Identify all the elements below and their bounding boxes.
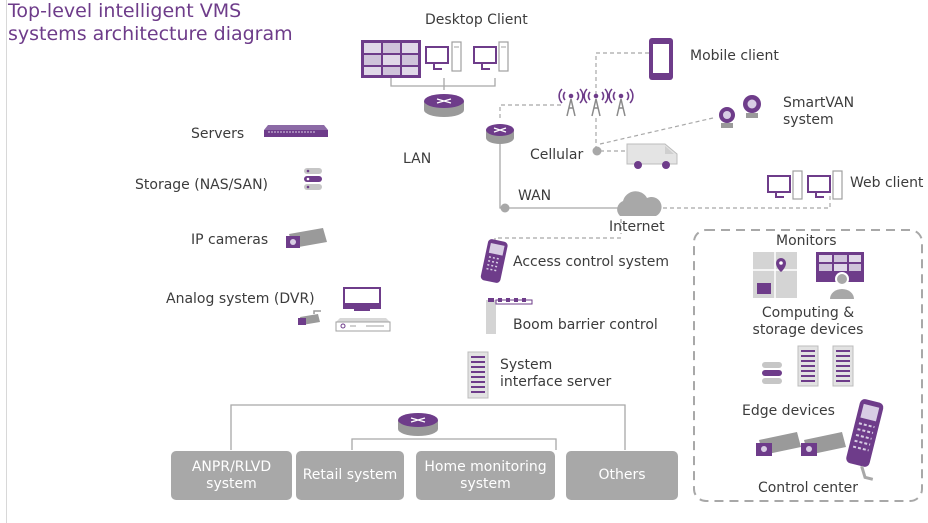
- cell-tower-icons: [566, 98, 626, 117]
- desktop-pc-icon: [425, 41, 462, 72]
- internet-to-webclient-dashed: [656, 193, 831, 209]
- internet-label: Internet: [609, 219, 665, 235]
- lan-to-antenna-dashed: [499, 104, 562, 118]
- web-client-pc-icon: [767, 170, 803, 200]
- title-line-1: Top-level intelligent VMS: [8, 0, 242, 22]
- title-line-2: systems architecture diagram: [8, 23, 293, 45]
- cloud-icon: [617, 191, 662, 216]
- storage-label: Storage (NAS/SAN): [135, 177, 268, 193]
- anpr-rlvd-system-box: ANPR/RLVD system: [171, 451, 292, 500]
- system-interface-line-1: System: [500, 357, 553, 373]
- desktop-client-label: Desktop Client: [425, 12, 528, 28]
- signal-waves: [558, 88, 634, 104]
- system-interface-label: System interface server: [500, 357, 611, 391]
- video-wall-icon: [361, 40, 421, 78]
- computing-line-1: Computing &: [761, 305, 855, 321]
- web-client-pc-icon: [807, 170, 843, 200]
- ip-cameras-label: IP cameras: [191, 232, 269, 248]
- video-monitor-icon: [816, 252, 864, 299]
- anpr-line-1: ANPR/RLVD: [191, 458, 272, 475]
- van-icon: [626, 143, 678, 169]
- access-control-device-icon: [480, 239, 508, 283]
- computing-storage-label: Computing & storage devices: [745, 305, 871, 339]
- anpr-line-2: system: [206, 475, 257, 492]
- wan-dot: [500, 203, 510, 213]
- home-line-2: system: [460, 475, 511, 492]
- home-monitoring-system-box: Home monitoring system: [416, 451, 555, 500]
- cc-storage-icon: [762, 362, 782, 384]
- edge-camera-icon: [801, 432, 846, 456]
- cell-tower-icon: [566, 98, 576, 117]
- cc-server-tower-icon: [832, 345, 854, 387]
- connection-lines: [230, 78, 626, 450]
- dvr-monitor-icon: [343, 287, 381, 311]
- edge-devices-label: Edge devices: [742, 403, 835, 419]
- smartvan-label-line-2: system: [783, 112, 834, 128]
- junction-dots: [500, 146, 602, 213]
- wan-label: WAN: [518, 188, 552, 204]
- smartvan-label: SmartVAN system: [783, 95, 854, 129]
- mobile-phone-icon: [649, 38, 673, 80]
- edge-handheld-icon: [846, 399, 884, 481]
- router-icon: [424, 94, 464, 117]
- cell-tower-icon: [616, 98, 626, 117]
- dvr-box-icon: [335, 318, 391, 332]
- interface-server-icon: [467, 351, 489, 399]
- control-center-label: Control center: [757, 480, 859, 496]
- diagram-title: Top-level intelligent VMS systems archit…: [8, 0, 293, 46]
- internet-to-access-dashed: [494, 212, 622, 253]
- lan-wan-line: [499, 143, 621, 209]
- lan-label: LAN: [403, 151, 432, 167]
- monitors-label: Monitors: [776, 233, 837, 249]
- home-line-1: Home monitoring: [424, 458, 547, 475]
- web-client-label: Web client: [850, 175, 924, 191]
- ip-camera-icon: [286, 228, 327, 248]
- cc-server-tower-icon: [797, 345, 819, 387]
- cellular-to-smartvan-dashed: [599, 117, 714, 145]
- cellular-label: Cellular: [530, 147, 584, 163]
- computing-line-2: storage devices: [752, 322, 864, 338]
- boom-barrier-icon: [486, 298, 533, 334]
- analog-system-label: Analog system (DVR): [166, 291, 315, 307]
- left-border: [6, 0, 7, 523]
- bottom-tree-line: [230, 404, 626, 450]
- cellular-dot: [592, 146, 602, 156]
- control-center-frame: [693, 229, 923, 502]
- smartvan-camera-icon: [719, 95, 761, 128]
- access-control-label: Access control system: [513, 254, 669, 270]
- analog-camera-icon: [298, 310, 321, 325]
- bottom-router-icon: [398, 413, 438, 436]
- antenna-to-mobile-dashed: [595, 52, 655, 95]
- system-interface-line-2: interface server: [500, 374, 612, 390]
- map-monitor-icon: [753, 252, 797, 298]
- storage-icon: [304, 168, 322, 190]
- servers-label: Servers: [191, 126, 245, 142]
- others-box: Others: [566, 451, 678, 500]
- edge-camera-icon: [756, 432, 801, 456]
- desktop-to-router-line: [390, 78, 496, 90]
- control-center-label-bg: [745, 478, 871, 498]
- boom-barrier-label: Boom barrier control: [513, 317, 658, 333]
- lan-router-icon: [486, 124, 514, 144]
- smartvan-label-line-1: SmartVAN: [783, 95, 855, 111]
- retail-system-box: Retail system: [296, 451, 404, 500]
- mobile-client-label: Mobile client: [690, 48, 779, 64]
- desktop-pc-icon: [473, 41, 509, 72]
- cell-tower-icon: [591, 98, 601, 117]
- server-rack-icon: [264, 125, 328, 137]
